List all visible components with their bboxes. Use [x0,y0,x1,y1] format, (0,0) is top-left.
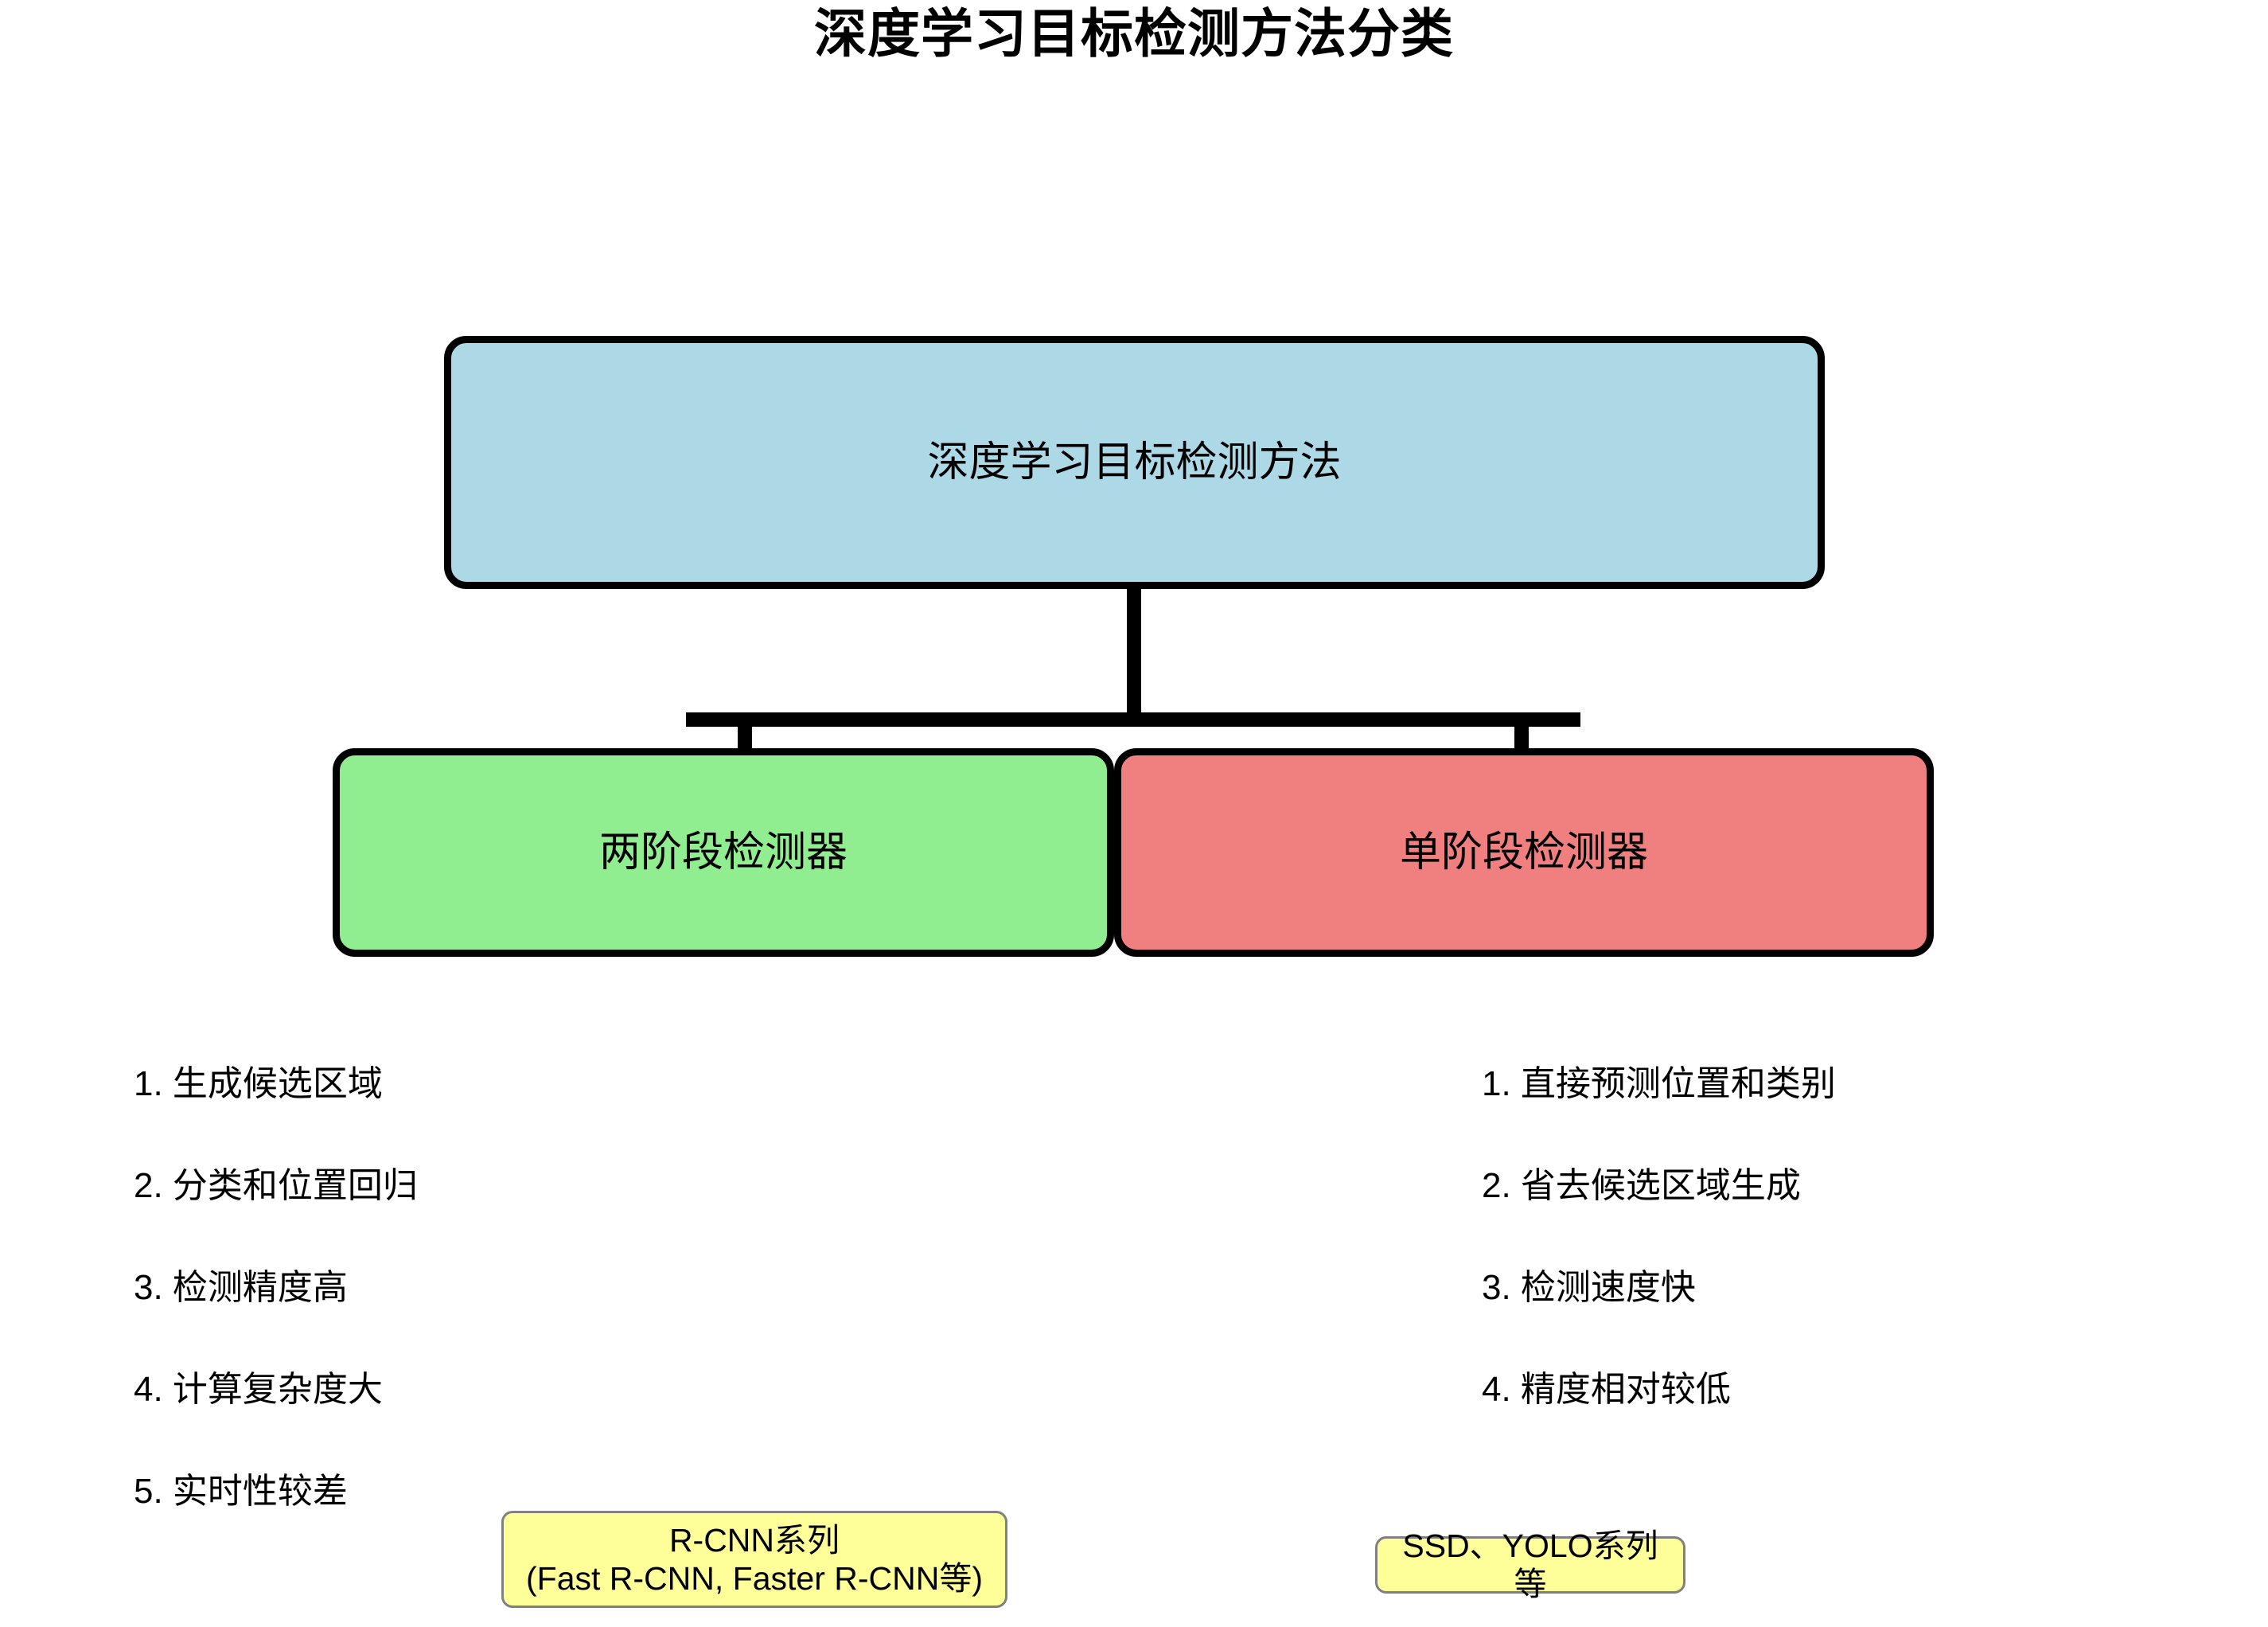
one-stage-example-badge[interactable]: SSD、YOLO系列等 [1375,1528,1685,1602]
list-item: 2. 省去候选区域生成 [1482,1166,1801,1205]
list-item: 2. 分类和位置回归 [134,1166,418,1205]
node-root-deep-learning-detection[interactable]: 深度学习目标检测方法 [444,336,1825,589]
one-stage-feature-list: 1. 直接预测位置和类别 2. 省去候选区域生成 3. 检测速度快 4. 精度相… [1482,1067,1836,1474]
list-item: 4. 计算复杂度大 [134,1370,383,1409]
list-item: 1. 生成候选区域 [134,1064,383,1103]
node-two-stage-detector[interactable]: 两阶段检测器 [333,748,1114,957]
two-stage-example-label: R-CNN系列 (Fast R-CNN, Faster R-CNN等) [526,1521,983,1597]
two-stage-feature-list: 1. 生成候选区域 2. 分类和位置回归 3. 检测精度高 4. 计算复杂度大 … [134,1067,418,1576]
node-one-stage-detector[interactable]: 单阶段检测器 [1114,748,1934,957]
page-title: 深度学习目标检测方法分类 [814,4,1454,63]
node-root-label: 深度学习目标检测方法 [927,439,1342,486]
node-one-stage-label: 单阶段检测器 [1399,829,1648,876]
list-item: 3. 检测速度快 [1482,1268,1696,1307]
connector-horizontal-bus [686,712,1580,727]
list-item: 3. 检测精度高 [134,1268,348,1307]
list-item: 4. 精度相对较低 [1482,1370,1731,1409]
two-stage-example-badge[interactable]: R-CNN系列 (Fast R-CNN, Faster R-CNN等) [501,1511,1007,1608]
list-item: 5. 实时性较差 [134,1472,348,1511]
list-item: 1. 直接预测位置和类别 [1482,1064,1836,1103]
node-two-stage-label: 两阶段检测器 [598,829,848,876]
one-stage-example-label: SSD、YOLO系列等 [1402,1527,1658,1602]
